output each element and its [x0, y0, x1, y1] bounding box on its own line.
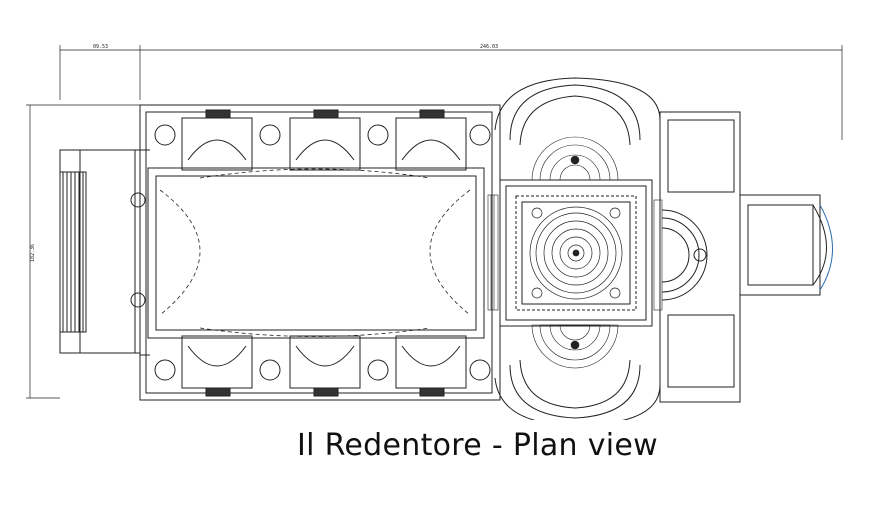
- dimension-left-height: 182.36: [30, 244, 36, 262]
- dimension-top-left: 09.53: [93, 44, 108, 50]
- apse-rosettes: [531, 136, 619, 369]
- side-chapels: [181, 109, 467, 397]
- piers: [130, 124, 491, 381]
- nave-vault: [159, 168, 471, 337]
- choir: [659, 111, 741, 403]
- rear-apse: [739, 194, 833, 296]
- entrance-steps: [59, 149, 141, 354]
- plan-caption: Il Redentore - Plan view: [297, 428, 658, 463]
- crossing-square: [499, 179, 653, 327]
- dimension-lines: [26, 45, 843, 399]
- central-dome: [529, 206, 623, 300]
- nave-walls: [139, 104, 501, 401]
- transept-apses: [494, 77, 661, 420]
- floor-plan-drawing: 09.53 246.03 182.36: [26, 44, 843, 420]
- dimension-top-main: 246.03: [480, 44, 498, 50]
- pilasters: [487, 194, 663, 311]
